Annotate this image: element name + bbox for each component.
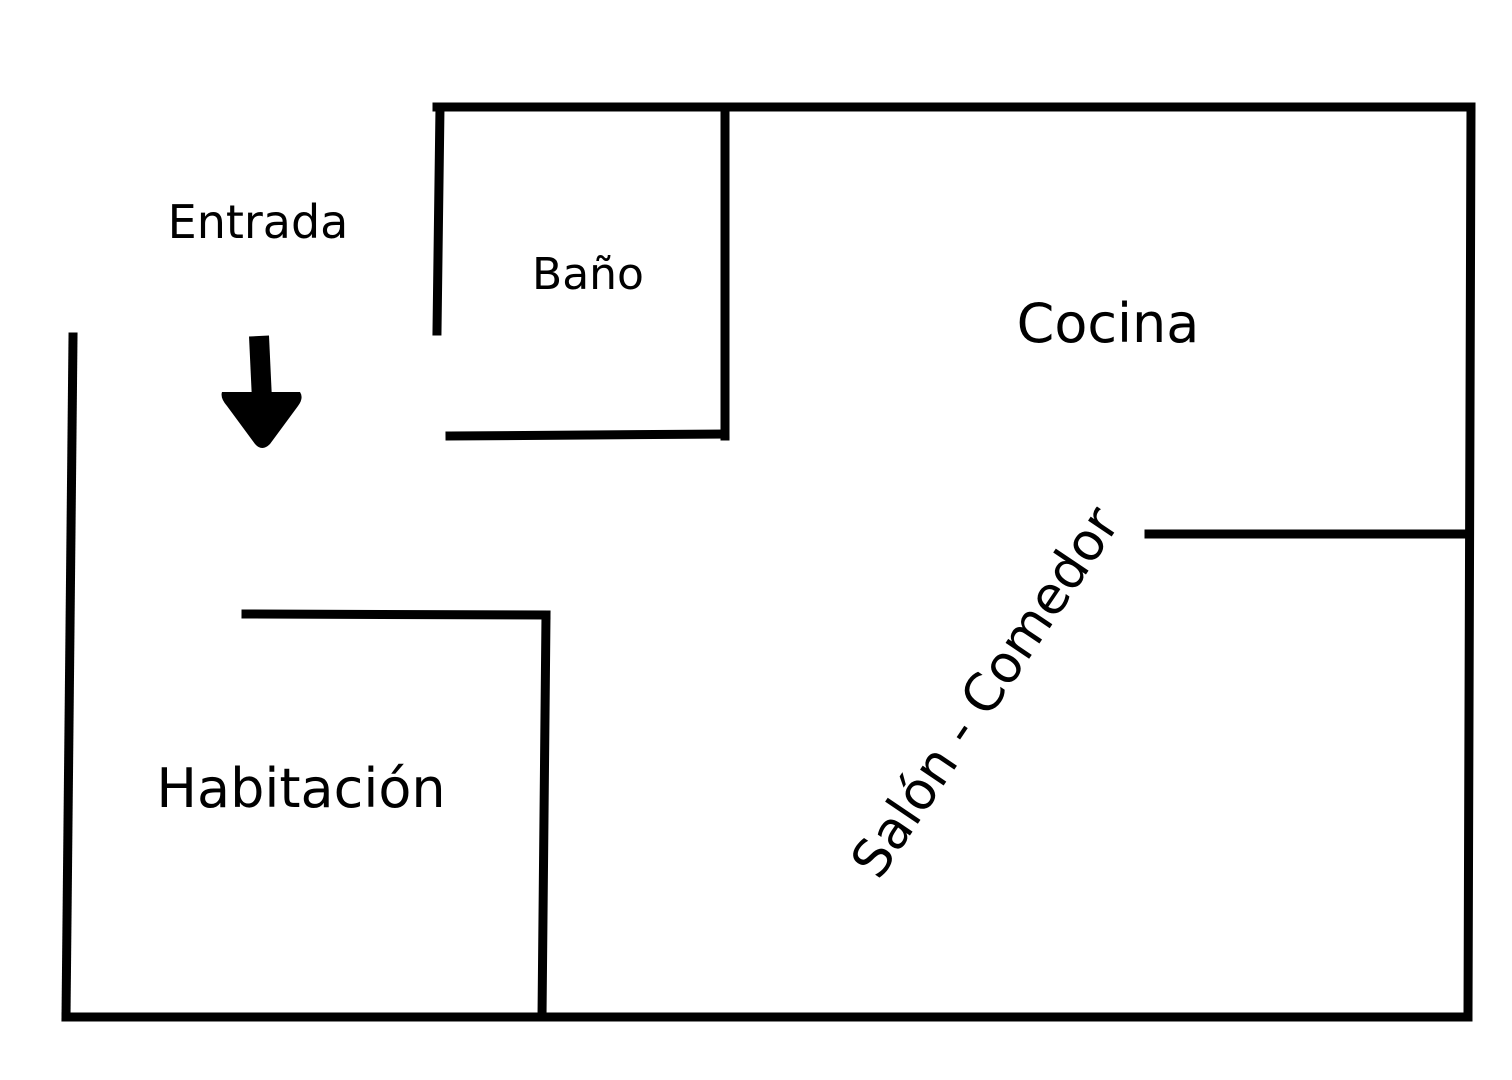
arrow-down-icon — [221, 335, 302, 448]
wall-bedroom-right — [537, 610, 551, 1022]
wall-right — [1463, 102, 1476, 1022]
wall-bedroom-top — [241, 609, 551, 620]
label-habitacion: Habitación — [156, 757, 445, 820]
label-salon-comedor: Salón - Comedor — [840, 496, 1132, 889]
wall-bathroom-bottom — [445, 429, 730, 441]
wall-left — [61, 332, 78, 1022]
walls — [61, 102, 1476, 1022]
label-bano: Baño — [532, 249, 644, 300]
label-cocina: Cocina — [1017, 292, 1200, 355]
wall-bathroom-left — [432, 102, 445, 336]
label-entrada: Entrada — [168, 195, 349, 249]
